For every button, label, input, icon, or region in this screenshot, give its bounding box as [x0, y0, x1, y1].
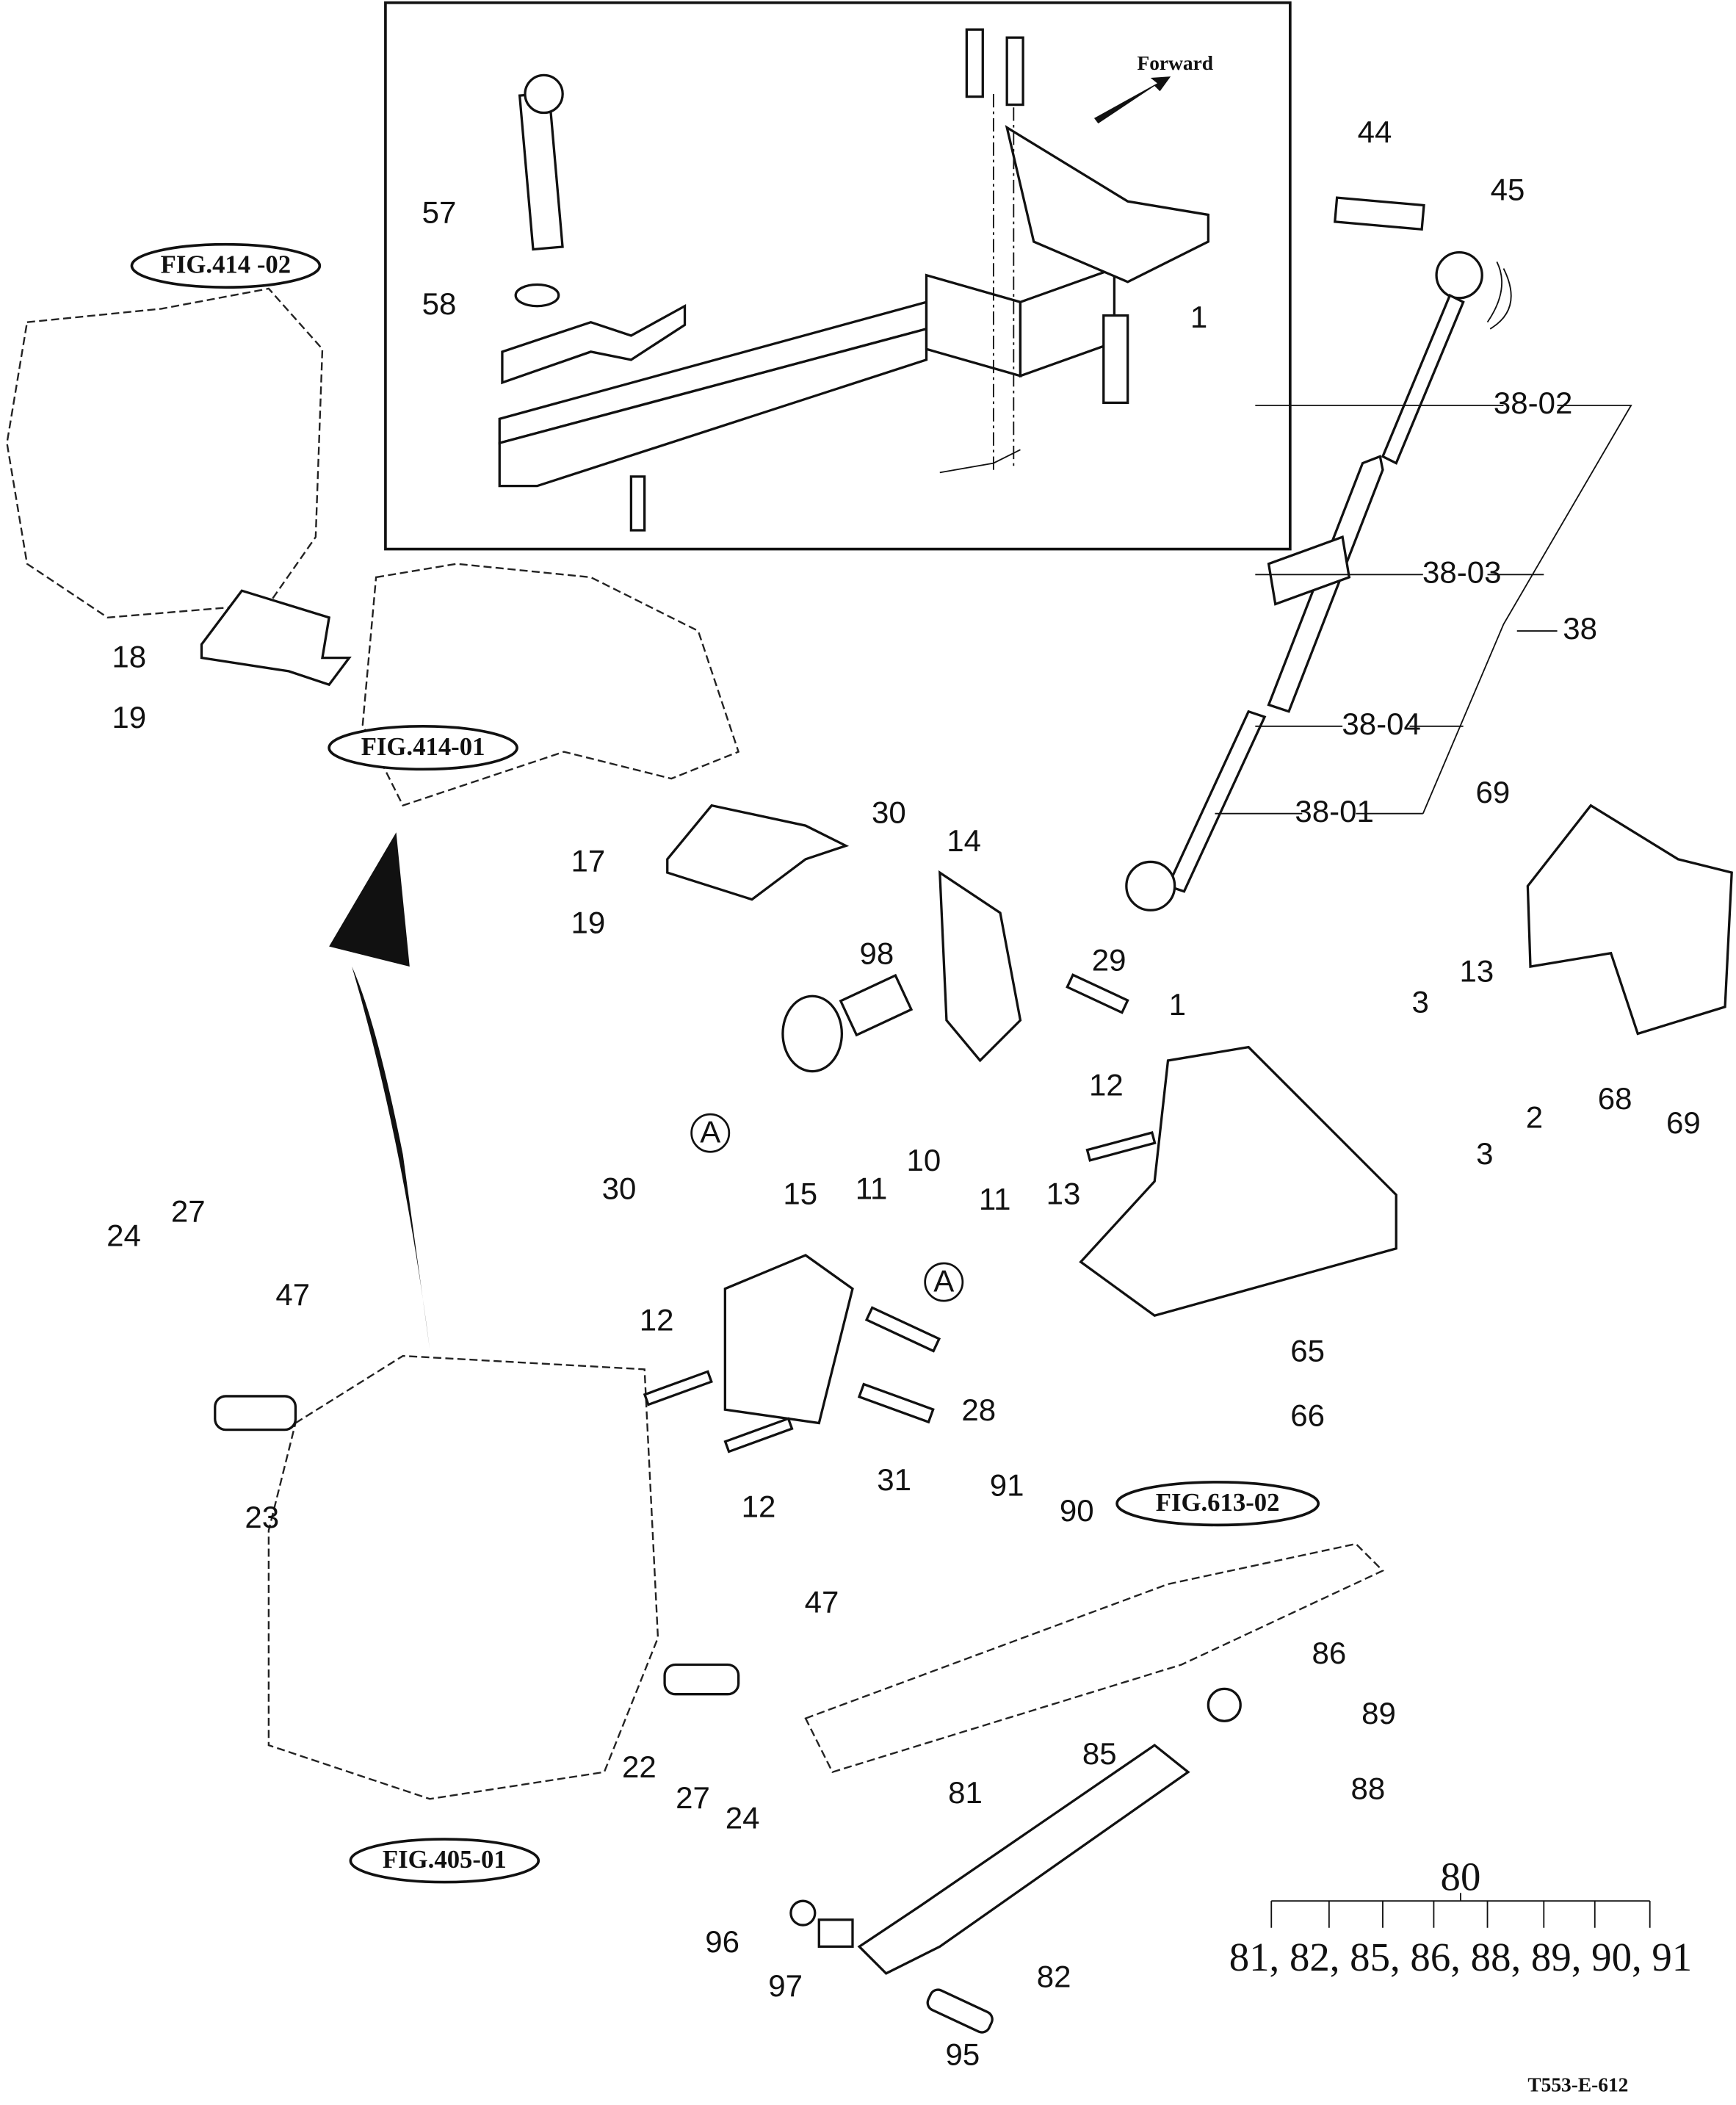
lower-link-outline	[804, 1542, 1385, 1774]
figure-ref-oval[interactable]	[130, 242, 322, 289]
callout-number: 97	[768, 1968, 803, 2003]
forward-label: Forward	[1137, 52, 1213, 74]
callout-number: 66	[1290, 1398, 1325, 1432]
kit-tree: 80 81, 82, 85, 86, 88, 89, 90, 91	[1229, 1855, 1693, 1980]
callout-number: 98	[860, 936, 894, 971]
pin-22	[663, 1663, 740, 1696]
callout-number: 13	[1460, 953, 1494, 988]
figure-ref-oval[interactable]	[328, 725, 518, 771]
callout-number: 57	[422, 195, 457, 230]
callout-number: 24	[726, 1801, 760, 1835]
callout-number: 69	[1666, 1105, 1701, 1140]
callout-number: 3	[1476, 1136, 1493, 1171]
callout-number: 15	[783, 1177, 817, 1211]
callout-number: 19	[112, 700, 146, 734]
kit-parent-number: 80	[1441, 1855, 1481, 1899]
housing-outline-414-02	[6, 287, 324, 619]
callout-number: 30	[602, 1171, 637, 1205]
callout-number: 38	[1563, 611, 1597, 646]
reference-circle	[690, 1113, 731, 1153]
callout-number: 28	[961, 1393, 996, 1427]
callout-number: 22	[622, 1750, 657, 1784]
check-chain-81-85	[857, 1744, 1190, 1975]
transmission-case-outline	[267, 1354, 659, 1800]
callout-number: 12	[640, 1302, 674, 1337]
callout-number: 13	[1046, 1177, 1081, 1211]
callout-number: 95	[945, 2037, 980, 2071]
callout-number: 58	[422, 286, 457, 321]
callout-number: 3	[1411, 984, 1428, 1019]
callout-number: 17	[571, 843, 606, 878]
callout-number: 68	[1598, 1081, 1632, 1116]
assembly-arrow-icon	[352, 967, 430, 1349]
reference-circle	[924, 1262, 964, 1302]
pin-23	[214, 1395, 297, 1431]
figure-ref-label[interactable]: FIG.405-01	[383, 1845, 507, 1874]
callout-number: 1	[1169, 987, 1186, 1022]
callout-number: 29	[1092, 943, 1126, 978]
figure-ref-label[interactable]: FIG.613-02	[1156, 1488, 1280, 1517]
callout-number: 19	[571, 905, 606, 939]
callout-number: 96	[705, 1924, 739, 1959]
callout-number: 47	[805, 1584, 839, 1619]
callout-number: 44	[1358, 115, 1392, 149]
reference-letter: A	[933, 1263, 954, 1298]
plate-17	[666, 804, 850, 901]
callout-number: 11	[856, 1171, 888, 1205]
figure-ref-label[interactable]: FIG.414 -02	[161, 250, 291, 279]
callout-number: 65	[1290, 1334, 1325, 1368]
spring-98	[781, 994, 844, 1073]
callout-number: 23	[245, 1500, 279, 1534]
bracket-14	[938, 870, 1022, 1063]
callout-number: 89	[1361, 1696, 1396, 1730]
callout-number: 47	[275, 1277, 310, 1312]
kit-children-numbers: 81, 82, 85, 86, 88, 89, 90, 91	[1229, 1935, 1693, 1979]
inset-drawbar	[498, 28, 1209, 532]
cover-68	[1526, 804, 1733, 1036]
figure-ref-oval[interactable]	[349, 1838, 540, 1884]
plate-18	[200, 589, 352, 687]
callout-number: 14	[947, 823, 981, 858]
callout-number: 1	[1190, 300, 1207, 334]
callout-number: 90	[1060, 1493, 1094, 1528]
callout-number: 12	[1089, 1068, 1124, 1102]
callout-number: 10	[906, 1143, 941, 1177]
figure-ref-oval[interactable]	[1115, 1481, 1320, 1527]
callout-number: 38-02	[1494, 386, 1572, 420]
callout-number: 38-03	[1422, 555, 1501, 589]
callout-number: 27	[676, 1780, 710, 1815]
callout-number: 38-04	[1342, 707, 1420, 741]
callout-number: 30	[872, 795, 906, 830]
callout-number: 86	[1312, 1636, 1346, 1670]
reference-letter: A	[700, 1115, 720, 1149]
bracket-1	[1079, 1045, 1397, 1318]
leader-lines	[1215, 405, 1632, 815]
callout-number: 85	[1082, 1736, 1117, 1771]
callout-number: 12	[742, 1490, 776, 1524]
callout-number: 45	[1491, 172, 1525, 206]
callout-number: 69	[1475, 775, 1510, 809]
callout-number: 91	[990, 1467, 1024, 1502]
callout-number: 24	[106, 1218, 141, 1252]
callout-number: 88	[1350, 1771, 1385, 1805]
callout-number: 27	[171, 1194, 206, 1228]
callout-number: 31	[877, 1462, 911, 1497]
callout-number: 11	[979, 1182, 1011, 1216]
callout-number: 38-01	[1295, 794, 1373, 828]
top-link-assembly	[1125, 196, 1512, 911]
inset-frame	[384, 1, 1292, 551]
drawing-code: T553-E-612	[1527, 2074, 1628, 2096]
bracket-15	[723, 1254, 854, 1425]
callout-number: 81	[948, 1775, 983, 1810]
forward-arrow-icon	[1093, 76, 1171, 124]
callout-number: 82	[1037, 1959, 1071, 1993]
figure-ref-label[interactable]: FIG.414-01	[361, 732, 485, 761]
callout-number: 2	[1526, 1100, 1543, 1134]
callout-number: 18	[112, 640, 146, 674]
